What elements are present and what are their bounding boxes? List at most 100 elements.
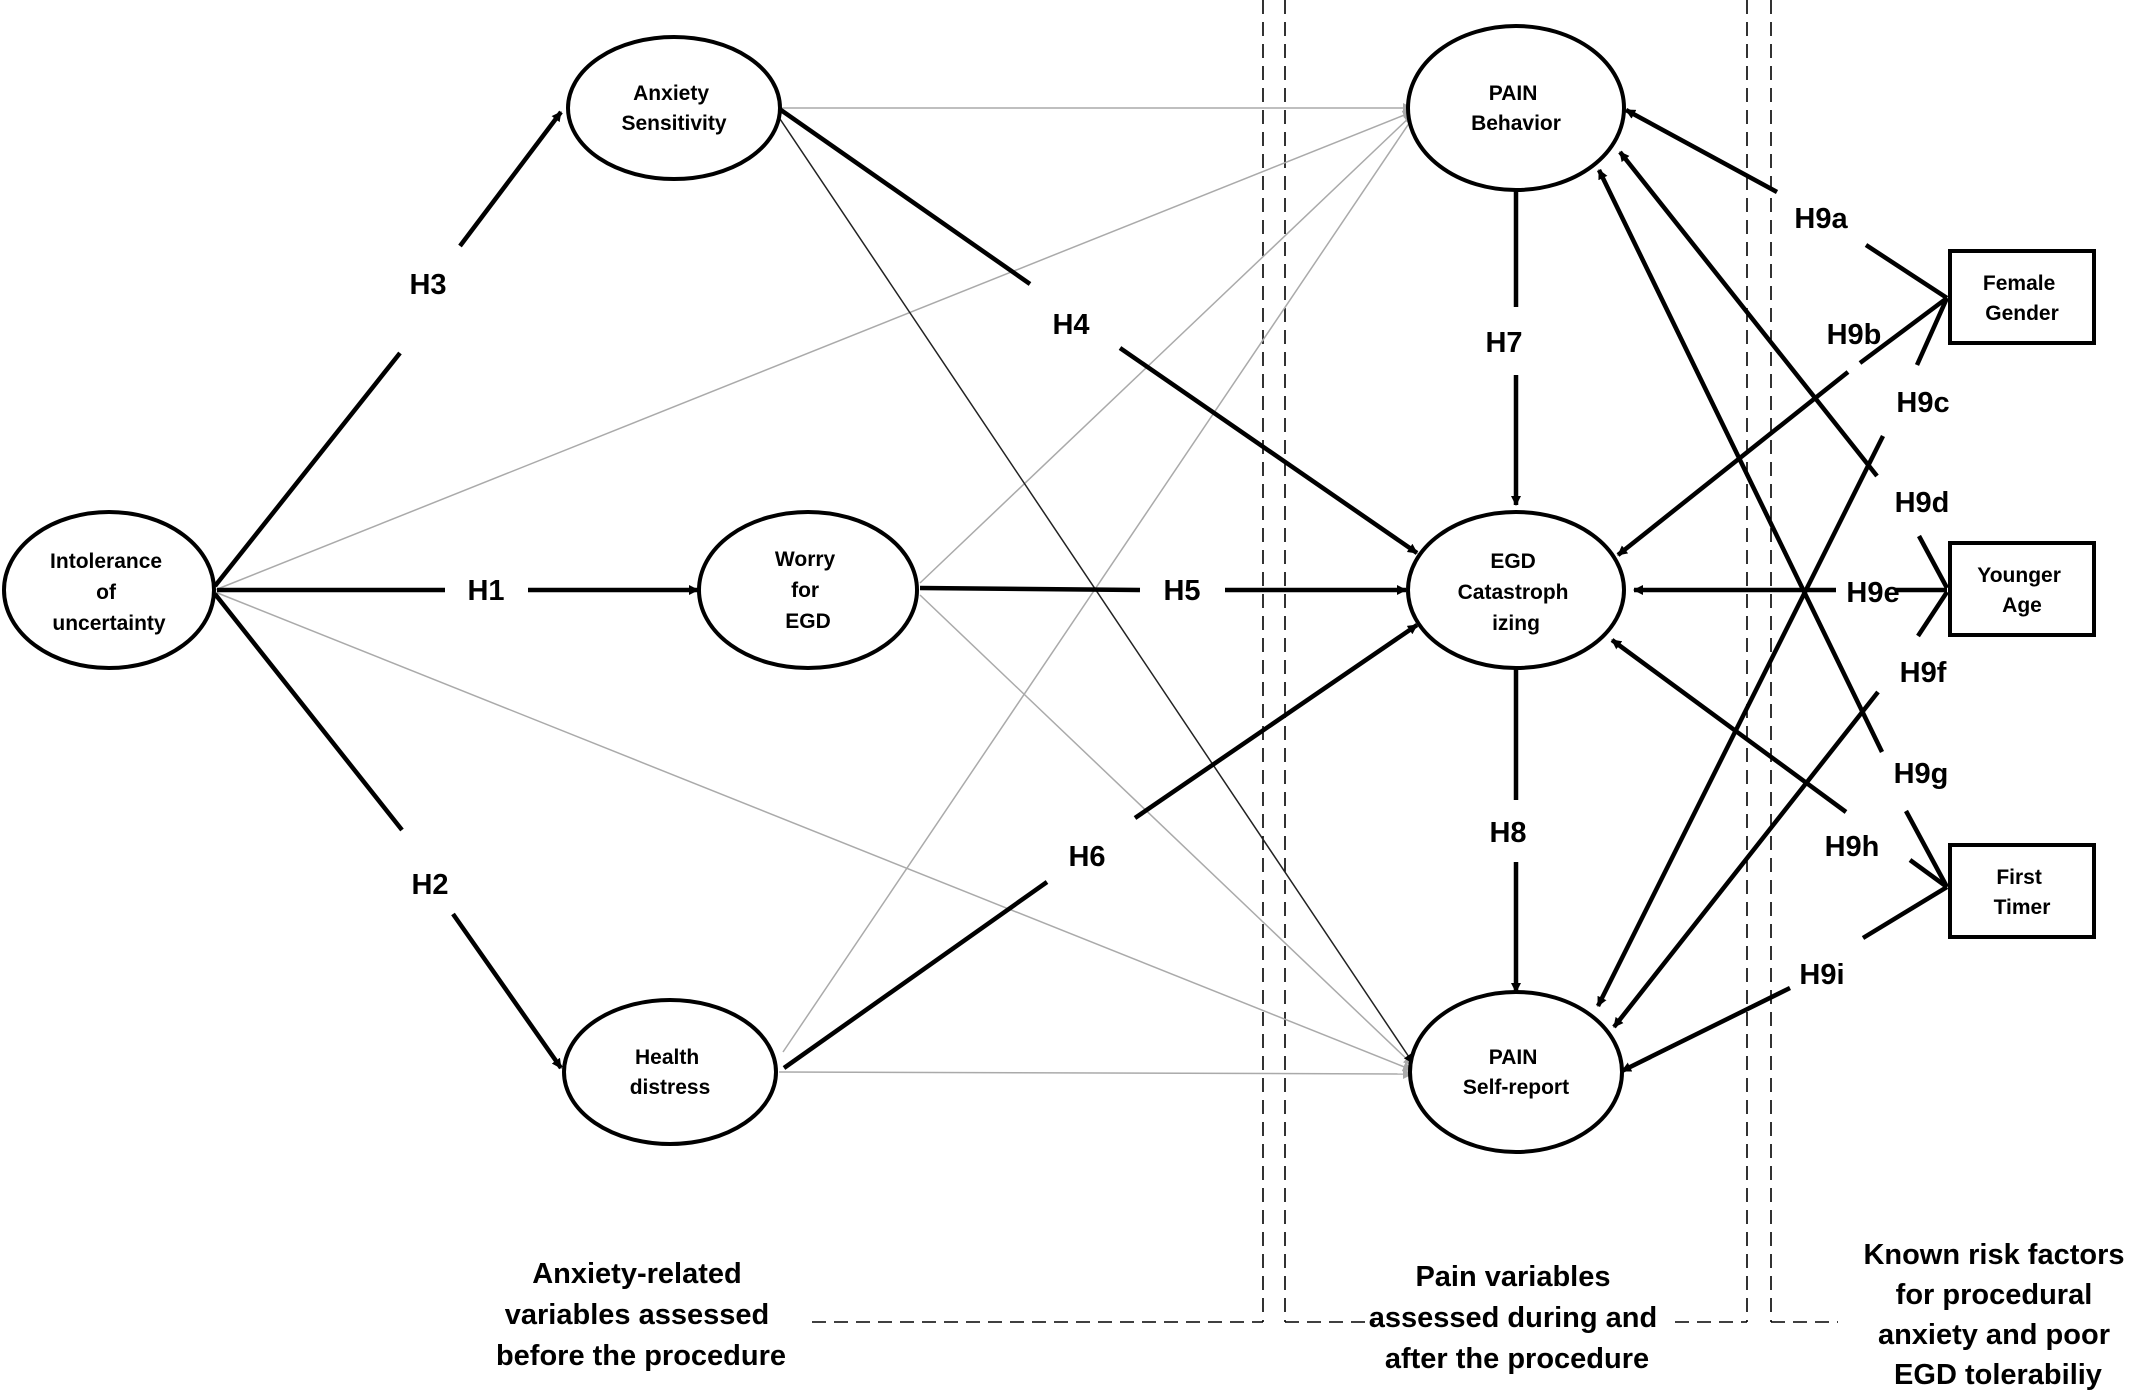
section-label-line: after the procedure [1385,1343,1649,1375]
svg-text:Intolerance of unc: Intolerance of uncertainty [50,550,168,635]
path-worry-to-pain-self-report [919,594,1414,1066]
node-label-line: Younger [1977,564,2061,587]
node-intolerance-of-uncertainty: Intolerance of uncertainty [2,510,216,670]
node-shape [1948,843,2096,939]
node-label-line: Anxiety [633,82,709,105]
node-shape [1948,541,2096,637]
h4-path-arrow [1118,346,1419,555]
svg-text:Anxiety-related variable: Anxiety-related variables assessed befor… [496,1258,786,1372]
node-shape [562,998,778,1146]
svg-text:PAIN Self-report: PAIN Self-report [1463,1046,1569,1099]
node-label-line: Intolerance [50,550,162,573]
h9d-path-arrow [1618,150,1879,478]
node-shape [1948,249,2096,345]
h9f-path-segment [1916,590,1949,638]
node-shape [2,510,216,670]
node-pain-self-report: PAIN Self-report [1408,990,1624,1154]
h9f-path-arrow [1612,690,1880,1029]
path-worry-to-pain-behavior [919,113,1414,584]
h9h-label: H9h [1825,831,1880,863]
section-label-line: Anxiety-related [532,1258,742,1290]
h9i-label: H9i [1799,959,1844,991]
node-label-line: Sensitivity [621,112,726,135]
node-label-line: izing [1492,612,1540,635]
node-anxiety-sensitivity: Anxiety Sensitivity [566,35,782,181]
hypothesis-labels: H1 H2 H3 H4 H5 H6 H7 H8 H9a H9b H9c H9d … [409,203,1949,991]
node-label-line: Self-report [1463,1076,1569,1099]
node-egd-catastrophizing: EGD Catastroph izing [1406,510,1626,670]
h9a-path-arrow [1624,108,1779,194]
section-label-line: anxiety and poor [1878,1319,2110,1351]
node-female-gender: Female Gender [1948,249,2096,345]
node-label-line: Behavior [1471,112,1561,135]
h6-path-arrow [1133,623,1419,820]
h9e-label: H9e [1846,577,1899,609]
node-shape [1408,990,1624,1154]
svg-text:Pain variables assessed: Pain variables assessed during and after… [1369,1261,1666,1375]
node-label-line: Worry [775,548,836,571]
node-label-line: Gender [1985,302,2059,325]
section-label-line: EGD tolerabiliy [1894,1359,2102,1391]
section-label-line: variables assessed [505,1299,769,1331]
h4-label: H4 [1052,309,1089,341]
node-label-line: Catastroph [1458,581,1569,604]
section-label-anxiety: Anxiety-related variables assessed befor… [496,1258,786,1372]
h9g-path-segment [1904,809,1949,889]
svg-text:Worry for EGD: Worry for EGD [775,548,841,633]
node-label-line: for [791,579,819,602]
node-label-line: of [96,581,117,604]
h1-label: H1 [467,575,504,607]
node-shape [566,35,782,181]
h3-path-segment [213,351,402,588]
node-label-line: Female [1983,272,2055,295]
hypothesis-paths [213,106,1950,1074]
svg-text:Health distress: Health distress [630,1046,711,1099]
h9i-path-segment [1861,885,1949,940]
h9d-path-segment [1917,534,1949,590]
h6-label: H6 [1068,841,1105,873]
section-label-line: Known risk factors [1863,1239,2124,1271]
h9b-path-arrow [1616,370,1850,557]
h9a-path-segment [1864,243,1949,300]
section-label-line: assessed during and [1369,1302,1658,1334]
h5-label: H5 [1163,575,1200,607]
node-shape [697,510,919,670]
h9c-label: H9c [1896,387,1949,419]
h2-label: H2 [411,869,448,901]
h9b-label: H9b [1827,319,1882,351]
path-health-to-pain-self-report [778,1068,1413,1079]
h9h-path-arrow [1610,638,1848,814]
path-intolerance-to-pain-behavior [214,110,1413,591]
svg-text:PAIN Behavior: PAIN Behavior [1471,82,1561,135]
node-label-line: distress [630,1076,711,1099]
h9b-path-segment [1858,296,1949,365]
node-younger-age: Younger Age [1948,541,2096,637]
h9g-label: H9g [1894,758,1949,790]
svg-text:Female Gender: Female Gender [1983,272,2061,325]
h6-path-segment [782,880,1049,1070]
node-label-line: Health [635,1046,699,1069]
h9d-label: H9d [1895,487,1950,519]
h9a-label: H9a [1794,203,1848,235]
path-intolerance-to-pain-self-report [214,591,1413,1072]
node-shape [1406,510,1626,670]
path-health-to-pain-behavior [782,115,1415,1053]
h2-path-arrow [451,912,563,1070]
section-boundaries [812,0,1838,1323]
h4-path-segment [776,106,1032,286]
node-label-line: EGD [785,610,831,633]
node-first-timer: First Timer [1948,843,2096,939]
h7-label: H7 [1485,327,1522,359]
node-label-line: PAIN [1489,82,1538,105]
node-label-line: EGD [1490,550,1536,573]
svg-text:Younger Age: Younger Age [1977,564,2066,617]
svg-text:Known risk factors for p: Known risk factors for procedural anxiet… [1863,1239,2130,1391]
h9f-label: H9f [1900,657,1947,689]
h9c-path-arrow [1595,434,1886,1008]
node-shape [1406,24,1626,192]
node-health-distress: Health distress [562,998,778,1146]
section-label-line: Pain variables [1415,1261,1610,1293]
section-label-pain: Pain variables assessed during and after… [1369,1261,1666,1375]
h9i-path-arrow [1621,985,1791,1074]
